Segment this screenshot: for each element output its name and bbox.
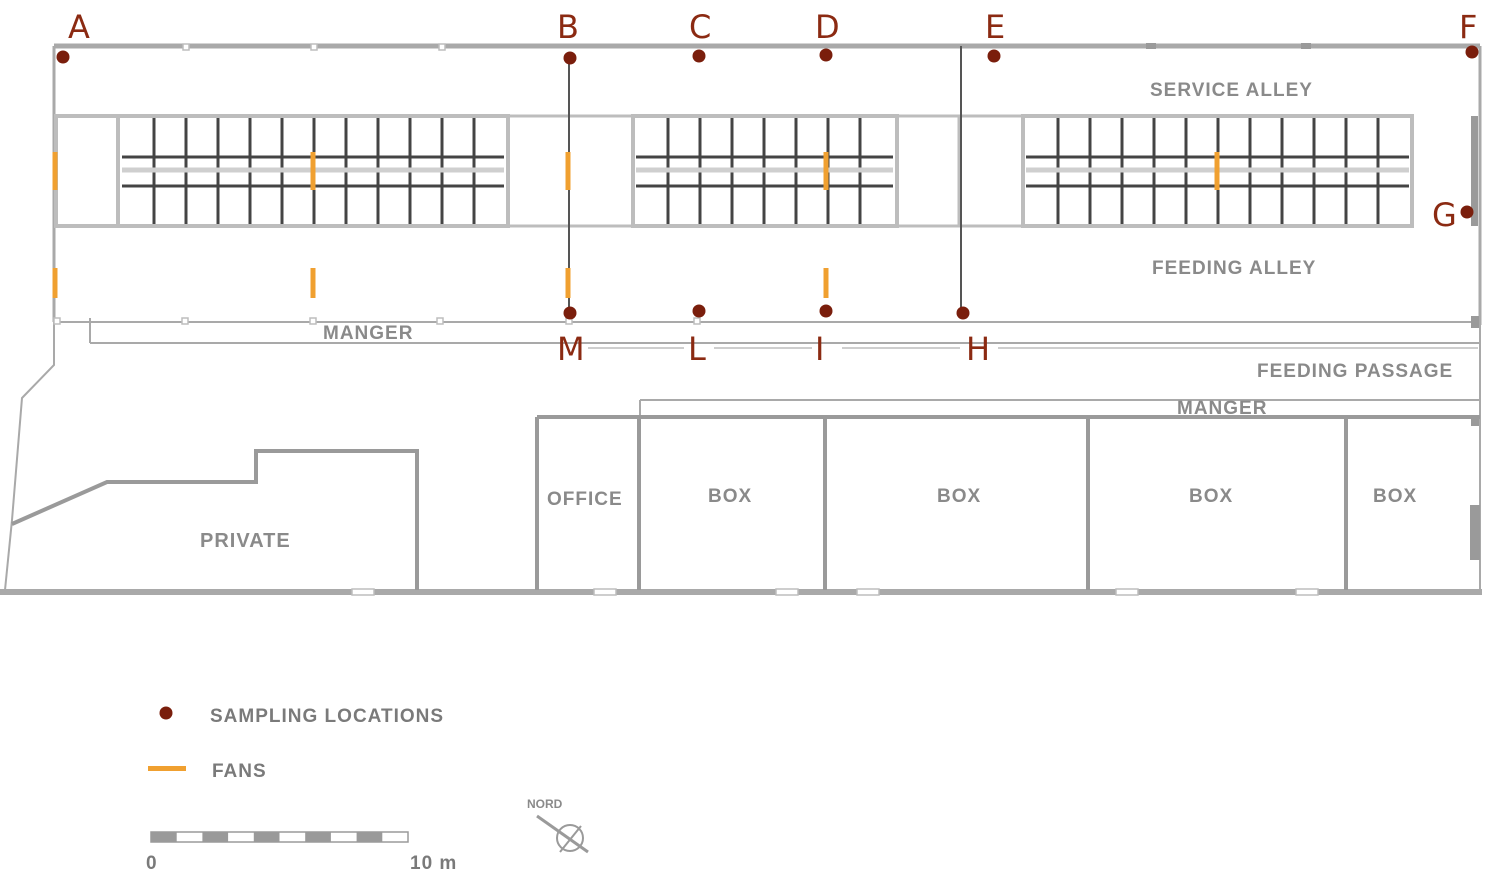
fan-marker	[565, 268, 571, 298]
fans	[52, 152, 1220, 298]
point-label-c: C	[689, 8, 711, 46]
box-label-3: BOX	[1189, 486, 1233, 507]
fan-marker	[823, 152, 829, 190]
legend-point-marker	[159, 706, 173, 720]
scale-segment	[253, 832, 280, 842]
office-label: OFFICE	[547, 489, 623, 510]
point-label-a: A	[68, 8, 90, 46]
manger-top-structure	[89, 318, 1480, 344]
private-room-label: PRIVATE	[200, 530, 291, 552]
scale-segment	[305, 832, 331, 842]
north-arrow-icon: NORD	[527, 797, 589, 854]
legend-sampling-label: SAMPLING LOCATIONS	[210, 706, 444, 727]
point-label-e: E	[985, 8, 1005, 46]
point-label-i: I	[815, 330, 824, 368]
scale-segment	[202, 832, 229, 842]
wall-gaps	[1146, 43, 1480, 560]
scale-start-label: 0	[146, 853, 158, 874]
point-label-f: F	[1459, 8, 1477, 46]
sampling-points	[56, 45, 1479, 349]
feeding-passage-label: FEEDING PASSAGE	[1257, 361, 1453, 382]
fan-marker	[310, 152, 316, 190]
legend: SAMPLING LOCATIONS FANS	[148, 706, 444, 782]
fan-marker	[52, 268, 58, 298]
fan-marker	[565, 152, 571, 190]
point-label-b: B	[557, 8, 579, 46]
scale-segment	[151, 832, 177, 842]
point-label-d: D	[815, 8, 840, 46]
box-label-4: BOX	[1373, 486, 1417, 507]
scale-segments	[150, 831, 409, 843]
scale-end-label: 10 m	[410, 853, 457, 874]
fan-marker	[310, 268, 316, 298]
sampling-point-b	[563, 51, 577, 65]
sampling-point-c	[692, 49, 706, 63]
feeding-alley-label: FEEDING ALLEY	[1152, 258, 1316, 279]
rooms	[11, 415, 1480, 590]
door-markers	[53, 43, 1319, 596]
legend-fan-marker	[148, 766, 186, 771]
point-label-l: L	[688, 330, 706, 368]
sampling-point-g	[1460, 205, 1474, 219]
north-label: NORD	[527, 797, 563, 811]
fan-marker	[52, 152, 58, 190]
manger-top-label: MANGER	[323, 323, 413, 344]
box-label-2: BOX	[937, 486, 981, 507]
box-label-1: BOX	[708, 486, 752, 507]
service-alley-label: SERVICE ALLEY	[1150, 80, 1313, 101]
fan-marker	[823, 268, 829, 298]
scale-segment	[356, 832, 383, 842]
point-label-m: M	[557, 330, 585, 368]
sampling-point-m	[563, 306, 577, 320]
building-outline	[0, 43, 1482, 595]
sampling-point-h	[956, 306, 970, 320]
sampling-point-e	[987, 49, 1001, 63]
point-label-g: G	[1432, 196, 1457, 234]
scale-bar: 0 10 m	[146, 831, 457, 874]
point-label-h: H	[966, 330, 990, 368]
sampling-point-d	[819, 48, 833, 62]
fan-marker	[1214, 152, 1220, 190]
manger-bottom-label: MANGER	[1177, 398, 1267, 419]
sampling-point-i	[819, 304, 833, 318]
sampling-point-l	[692, 304, 706, 318]
sampling-point-a	[56, 50, 70, 64]
sampling-point-f	[1465, 45, 1479, 59]
legend-fans-label: FANS	[212, 761, 267, 782]
